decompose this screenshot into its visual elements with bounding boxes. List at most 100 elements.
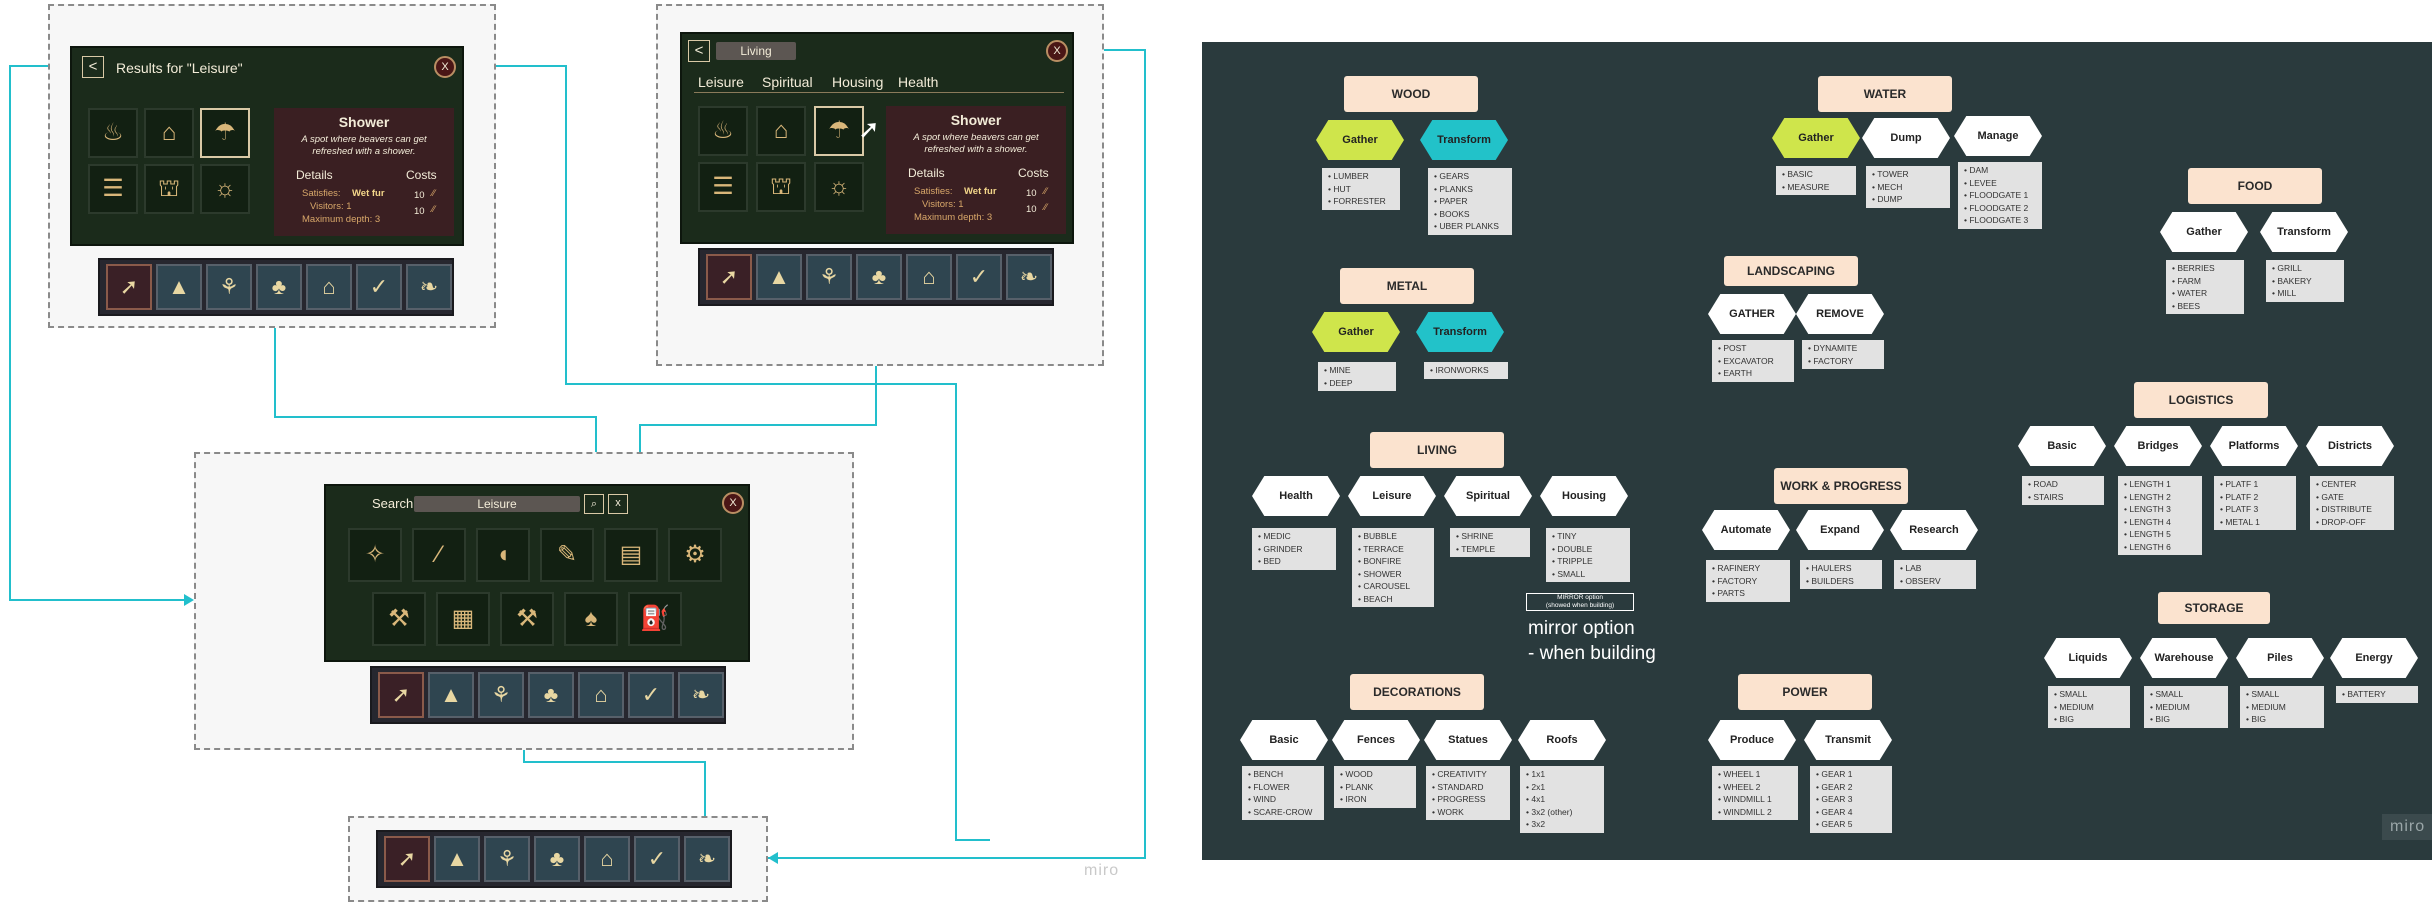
fire-icon[interactable]: ▲ <box>434 836 480 882</box>
list-item: EXCAVATOR <box>1718 355 1788 368</box>
crate-icon[interactable]: ▤ <box>604 528 658 582</box>
satisfies-value: Wet fur <box>964 186 997 197</box>
tab-health[interactable]: Health <box>898 74 939 90</box>
storage-liquids-list: SMALL MEDIUM BIG <box>2048 686 2130 728</box>
list-item: 3x2 (other) <box>1526 806 1598 819</box>
bench-icon[interactable]: ⌂ <box>756 106 806 156</box>
list-item: SMALL <box>2246 688 2318 701</box>
close-button[interactable]: X <box>722 492 744 514</box>
water-manage-list: DAM LEVEE FLOODGATE 1 FLOODGATE 2 FLOODG… <box>1958 162 2042 229</box>
leaf-icon[interactable]: ❧ <box>1006 254 1052 300</box>
power-produce-list: WHEEL 1 WHEEL 2 WINDMILL 1 WINDMILL 2 <box>1712 766 1798 820</box>
list-item: BONFIRE <box>1358 555 1428 568</box>
wheat-icon[interactable]: ⚘ <box>484 836 530 882</box>
house-icon[interactable]: ⌂ <box>906 254 952 300</box>
terrace-icon[interactable]: ☰ <box>88 164 138 214</box>
section-header-storage: STORAGE <box>2158 592 2270 624</box>
mirror-text-line-1: mirror option <box>1528 618 1635 639</box>
water-drop-icon[interactable]: ◖ <box>476 528 530 582</box>
section-header-work-progress: WORK & PROGRESS <box>1774 468 1908 504</box>
house-icon[interactable]: ⌂ <box>584 836 630 882</box>
list-item: GEAR 1 <box>1816 768 1886 781</box>
list-item: FLOWER <box>1248 781 1318 794</box>
logistics-districts-node: Districts <box>2306 426 2394 466</box>
tree-icon[interactable]: ♣ <box>856 254 902 300</box>
tab-underline <box>694 92 1064 93</box>
pump-icon[interactable]: ⛽ <box>628 592 682 646</box>
badge-check-icon[interactable]: ✓ <box>634 836 680 882</box>
list-item: CREATIVITY <box>1432 768 1504 781</box>
power-icon[interactable]: ⚙ <box>668 528 722 582</box>
cursor-icon[interactable]: ➚ <box>106 264 152 310</box>
search-icon[interactable]: ⌕ <box>584 494 604 514</box>
food-gather-node: Gather <box>2160 212 2248 252</box>
hammer-icon[interactable]: ⚒ <box>372 592 426 646</box>
list-item: WINDMILL 1 <box>1718 793 1792 806</box>
list-item: 1x1 <box>1526 768 1598 781</box>
house-icon[interactable]: ⌂ <box>306 264 352 310</box>
tree-icon[interactable]: ♣ <box>256 264 302 310</box>
cursor-icon[interactable]: ➚ <box>384 836 430 882</box>
carousel-icon[interactable]: ⛫ <box>144 164 194 214</box>
beach-icon[interactable]: ☼ <box>814 162 864 212</box>
log-icon[interactable]: ⁄ <box>412 528 466 582</box>
list-item: SMALL <box>2054 688 2124 701</box>
list-item: BIG <box>2246 713 2318 726</box>
clear-search-button[interactable]: x <box>608 494 628 514</box>
list-item: PLATF 3 <box>2220 503 2290 516</box>
leaf-icon[interactable]: ❧ <box>406 264 452 310</box>
leaf-icon[interactable]: ❧ <box>678 672 724 718</box>
list-item: LENGTH 6 <box>2124 541 2196 554</box>
living-panel: < Living X Leisure Spiritual Housing Hea… <box>680 32 1074 244</box>
terrace-icon[interactable]: ☰ <box>698 162 748 212</box>
fire-icon[interactable]: ▲ <box>156 264 202 310</box>
wheat-icon[interactable]: ⚘ <box>206 264 252 310</box>
badge-check-icon[interactable]: ✓ <box>956 254 1002 300</box>
fire-icon[interactable]: ▲ <box>428 672 474 718</box>
tree-icon[interactable]: ♣ <box>528 672 574 718</box>
list-item: FARM <box>2172 275 2238 288</box>
leaf-icon[interactable]: ❧ <box>684 836 730 882</box>
back-button[interactable]: < <box>82 56 104 78</box>
close-button[interactable]: X <box>434 56 456 78</box>
carousel-icon[interactable]: ⛫ <box>756 162 806 212</box>
list-item: FLOODGATE 3 <box>1964 214 2036 227</box>
house-icon[interactable]: ⌂ <box>578 672 624 718</box>
bench-icon[interactable]: ⌂ <box>144 108 194 158</box>
carrot-icon[interactable]: ✎ <box>540 528 594 582</box>
tab-spiritual[interactable]: Spiritual <box>762 74 813 90</box>
list-item: SHOWER <box>1358 568 1428 581</box>
cursor-icon[interactable]: ➚ <box>706 254 752 300</box>
tab-leisure[interactable]: Leisure <box>698 74 744 90</box>
list-item: WORK <box>1432 806 1504 819</box>
section-header-decorations: DECORATIONS <box>1350 674 1484 710</box>
path-icon[interactable]: ✧ <box>348 528 402 582</box>
cost-value-2: 10 <box>1026 204 1037 215</box>
wheat-icon[interactable]: ⚘ <box>478 672 524 718</box>
tree-icon[interactable]: ♣ <box>534 836 580 882</box>
search-input[interactable]: Leisure <box>414 496 580 512</box>
shower-icon[interactable]: ☂ <box>814 106 864 156</box>
list-item: BUBBLE <box>1358 530 1428 543</box>
list-item: STANDARD <box>1432 781 1504 794</box>
campfire-icon[interactable]: ♨ <box>88 108 138 158</box>
badge-check-icon[interactable]: ✓ <box>628 672 674 718</box>
boxes-icon[interactable]: ▦ <box>436 592 490 646</box>
list-item: TINY <box>1552 530 1624 543</box>
badge-check-icon[interactable]: ✓ <box>356 264 402 310</box>
back-button[interactable]: < <box>688 40 710 62</box>
shower-icon[interactable]: ☂ <box>200 108 250 158</box>
logistics-basic-node: Basic <box>2018 426 2106 466</box>
campfire-icon[interactable]: ♨ <box>698 106 748 156</box>
stump-icon[interactable]: ♠ <box>564 592 618 646</box>
tab-housing[interactable]: Housing <box>832 74 884 90</box>
list-item: GRILL <box>2272 262 2338 275</box>
wheat-icon[interactable]: ⚘ <box>806 254 852 300</box>
fire-icon[interactable]: ▲ <box>756 254 802 300</box>
close-button[interactable]: X <box>1046 40 1068 62</box>
cursor-icon[interactable]: ➚ <box>378 672 424 718</box>
landscaping-gather-node: GATHER <box>1708 294 1796 334</box>
anvil-icon[interactable]: ⚒ <box>500 592 554 646</box>
beach-icon[interactable]: ☼ <box>200 164 250 214</box>
list-item: GRINDER <box>1258 543 1330 556</box>
